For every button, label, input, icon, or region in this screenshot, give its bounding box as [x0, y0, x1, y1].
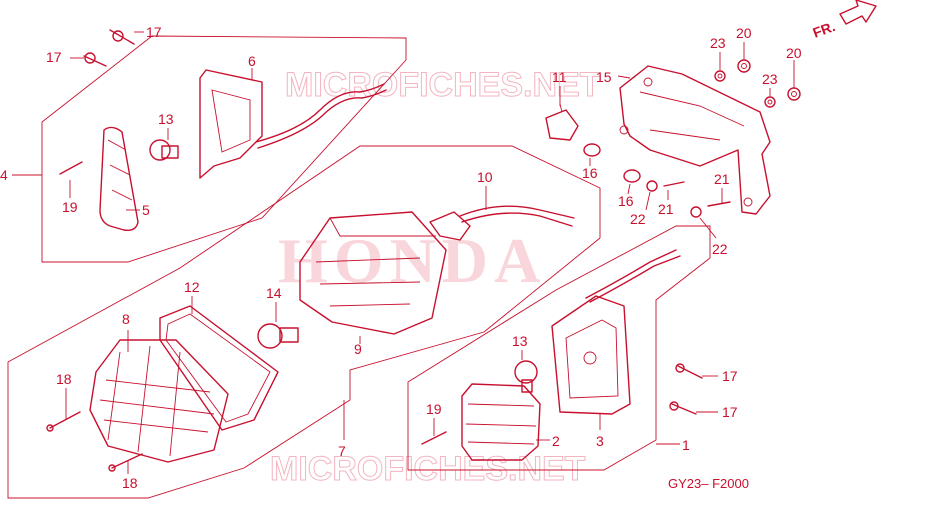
watermark-top: MICROFICHES.NET: [285, 66, 601, 104]
label-part-16-a: 16: [582, 165, 598, 181]
part-10-socket-wire: [429, 205, 575, 241]
label-part-9: 9: [354, 341, 362, 357]
label-part-23-b: 23: [762, 71, 778, 87]
label-part-16-b: 16: [618, 193, 634, 209]
leader-lines: [12, 31, 795, 474]
watermarks: MICROFICHES.NET MICROFICHES.NET HONDA: [270, 66, 602, 489]
part-21-bolt-a: [663, 181, 685, 187]
watermark-bottom: MICROFICHES.NET: [270, 450, 586, 488]
part-17-screw-a: [109, 29, 135, 45]
part-20-nut-b: [787, 87, 801, 101]
part-2-lens: [461, 383, 541, 461]
part-6-housing: [199, 69, 387, 179]
label-part-20-b: 20: [786, 45, 802, 61]
label-part-5: 5: [142, 202, 150, 218]
part-19-screw-b: [421, 431, 447, 445]
label-part-19-b: 19: [426, 401, 442, 417]
hardware: [46, 29, 801, 472]
label-part-6: 6: [248, 53, 256, 69]
front-label: FR.: [811, 18, 838, 41]
part-18-screw-a: [46, 411, 81, 432]
part-15-bracket: [619, 65, 771, 215]
part-13-bulb-upper: [149, 139, 179, 161]
part-17-screw-c: [675, 363, 703, 379]
part-5-reflector: [99, 126, 139, 232]
label-part-2: 2: [552, 433, 560, 449]
label-part-15: 15: [596, 69, 612, 85]
part-23-washer-b: [764, 96, 776, 108]
part-14-bulb: [257, 323, 299, 349]
part-8-lens: [89, 339, 229, 463]
label-part-17-d: 17: [722, 404, 738, 420]
part-16-grommet-a: [583, 143, 601, 157]
label-part-21-b: 21: [714, 171, 730, 187]
label-part-22-b: 22: [712, 241, 728, 257]
label-part-13-lower: 13: [512, 333, 528, 349]
part-9-lamp-base: [299, 211, 447, 335]
group-outlines: [7, 35, 711, 499]
part-20-nut-a: [737, 59, 751, 73]
part-17-screw-d: [669, 401, 697, 415]
outline-group-7: [7, 145, 601, 499]
part-12-gasket: [159, 305, 279, 431]
label-part-13-upper: 13: [158, 111, 174, 127]
outline-group-1: [407, 225, 711, 471]
label-part-4: 4: [0, 167, 8, 183]
label-part-23-a: 23: [710, 35, 726, 51]
label-part-12: 12: [184, 279, 200, 295]
label-part-22-a: 22: [630, 211, 646, 227]
part-18-screw-b: [108, 453, 143, 472]
label-part-1: 1: [682, 437, 690, 453]
part-3-housing: [551, 249, 681, 415]
label-part-17-a: 17: [146, 24, 162, 40]
label-part-8: 8: [122, 311, 130, 327]
label-part-10: 10: [477, 169, 493, 185]
part-11-socket: [545, 103, 579, 141]
diagram-code: GY23– F2000: [668, 476, 749, 491]
label-part-17-c: 17: [722, 368, 738, 384]
part-16-grommet-b: [623, 169, 641, 183]
label-part-3: 3: [596, 433, 604, 449]
front-direction-indicator: FR.: [811, 0, 877, 41]
label-part-20-a: 20: [736, 25, 752, 41]
label-part-14: 14: [266, 285, 282, 301]
label-part-18-b: 18: [122, 475, 138, 491]
part-labels: 1 2 3 4 5 6 7 8 9 10 11 12 13 13 14 15 1…: [0, 24, 802, 491]
label-part-7: 7: [338, 443, 346, 459]
label-part-18-a: 18: [56, 371, 72, 387]
part-23-washer-a: [714, 70, 726, 82]
part-21-bolt-b: [707, 201, 731, 207]
outline-group-4: [41, 35, 407, 263]
label-part-19-a: 19: [62, 199, 78, 215]
part-17-screw-b: [83, 52, 107, 67]
label-part-21-a: 21: [658, 201, 674, 217]
label-part-11: 11: [552, 69, 567, 85]
part-22-nut-a: [646, 180, 658, 192]
part-19-screw-a: [59, 161, 83, 175]
part-22-nut-b: [690, 206, 702, 218]
front-arrow-icon: [839, 0, 877, 25]
label-part-17-b: 17: [46, 49, 62, 65]
